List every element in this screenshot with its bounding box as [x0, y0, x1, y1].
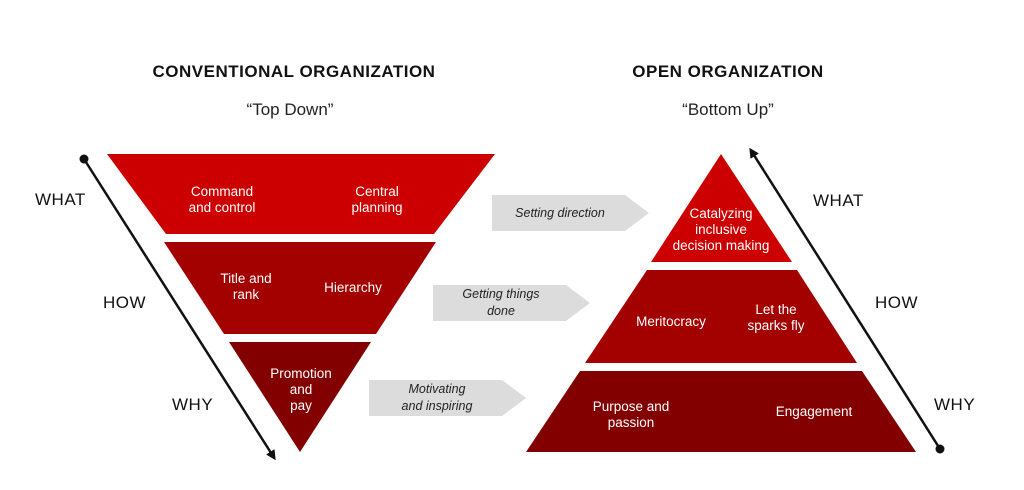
arrow-shape-3: [369, 380, 526, 416]
left-tier-3-item-1: Promotion and pay: [270, 366, 332, 413]
right-tier-3-item-1: Purpose and passion: [592, 399, 670, 430]
right-axis-why: WHY: [934, 395, 976, 414]
left-tier-1: [107, 154, 495, 234]
right-tier-2-item-2: Let the sparks fly: [747, 302, 805, 333]
left-tier-3: [229, 342, 371, 452]
right-tier-2-item-1: Meritocracy: [636, 314, 706, 329]
left-axis-arrow: [82, 158, 276, 461]
right-tier-1: [651, 154, 792, 262]
arrow-label-1: Setting direction: [515, 206, 605, 220]
left-axis-how: HOW: [103, 293, 147, 312]
right-axis-arrow: [749, 147, 942, 450]
right-tier-3: [526, 371, 916, 452]
left-axis-what: WHAT: [35, 190, 86, 209]
left-tier-2-item-1: Title and rank: [220, 271, 272, 302]
left-tier-1-item-2: Central planning: [351, 184, 403, 215]
left-tier-2-item-2: Hierarchy: [324, 280, 382, 295]
left-tier-1-item-1: Command and control: [188, 184, 256, 215]
right-tier-1-item-1: Catalyzing inclusive decision making: [672, 206, 770, 253]
right-axis-how: HOW: [875, 293, 919, 312]
right-tier-3-item-2: Engagement: [775, 404, 853, 419]
right-tier-2: [585, 270, 857, 363]
arrow-label-2: Getting things done: [462, 287, 540, 318]
left-axis-why: WHY: [172, 395, 214, 414]
arrow-shape-2: [433, 285, 590, 321]
right-title: OPEN ORGANIZATION: [632, 62, 824, 81]
left-title: CONVENTIONAL ORGANIZATION: [152, 62, 436, 81]
left-subtitle: “Top Down”: [246, 100, 334, 119]
arrow-shape-1: [492, 195, 649, 231]
right-subtitle: “Bottom Up”: [682, 100, 774, 119]
arrow-label-3: Motivating and inspiring: [401, 382, 473, 413]
left-tier-2: [164, 242, 436, 334]
right-axis-what: WHAT: [813, 191, 864, 210]
